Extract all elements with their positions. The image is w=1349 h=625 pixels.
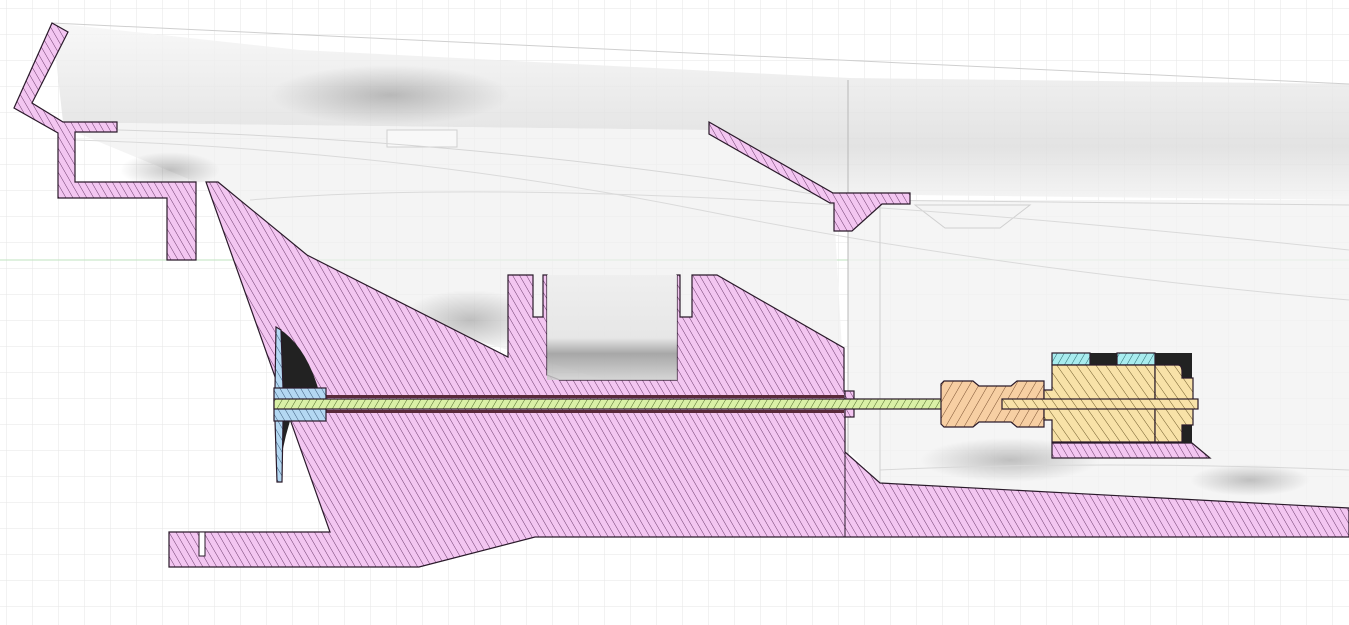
- cabin-deck-section[interactable]: [708, 120, 911, 232]
- motor-bay-opening: [547, 275, 677, 380]
- motor[interactable]: [1001, 352, 1199, 443]
- drain-slot: [198, 531, 206, 557]
- upper-bearing: [326, 395, 844, 398]
- lower-bearing: [326, 410, 844, 413]
- motor-mount[interactable]: [1051, 442, 1212, 459]
- motor-gap: [1090, 353, 1117, 365]
- hull-section[interactable]: [168, 181, 1349, 568]
- motor-shaft: [1001, 398, 1199, 410]
- shaft-coupler[interactable]: [940, 380, 1045, 428]
- propeller-blade-upper: [278, 328, 318, 388]
- motor-magnet: [1116, 352, 1156, 366]
- bow-deck-section[interactable]: [13, 22, 197, 261]
- propeller-shaft[interactable]: [273, 398, 1003, 410]
- motor-magnet: [1051, 352, 1091, 366]
